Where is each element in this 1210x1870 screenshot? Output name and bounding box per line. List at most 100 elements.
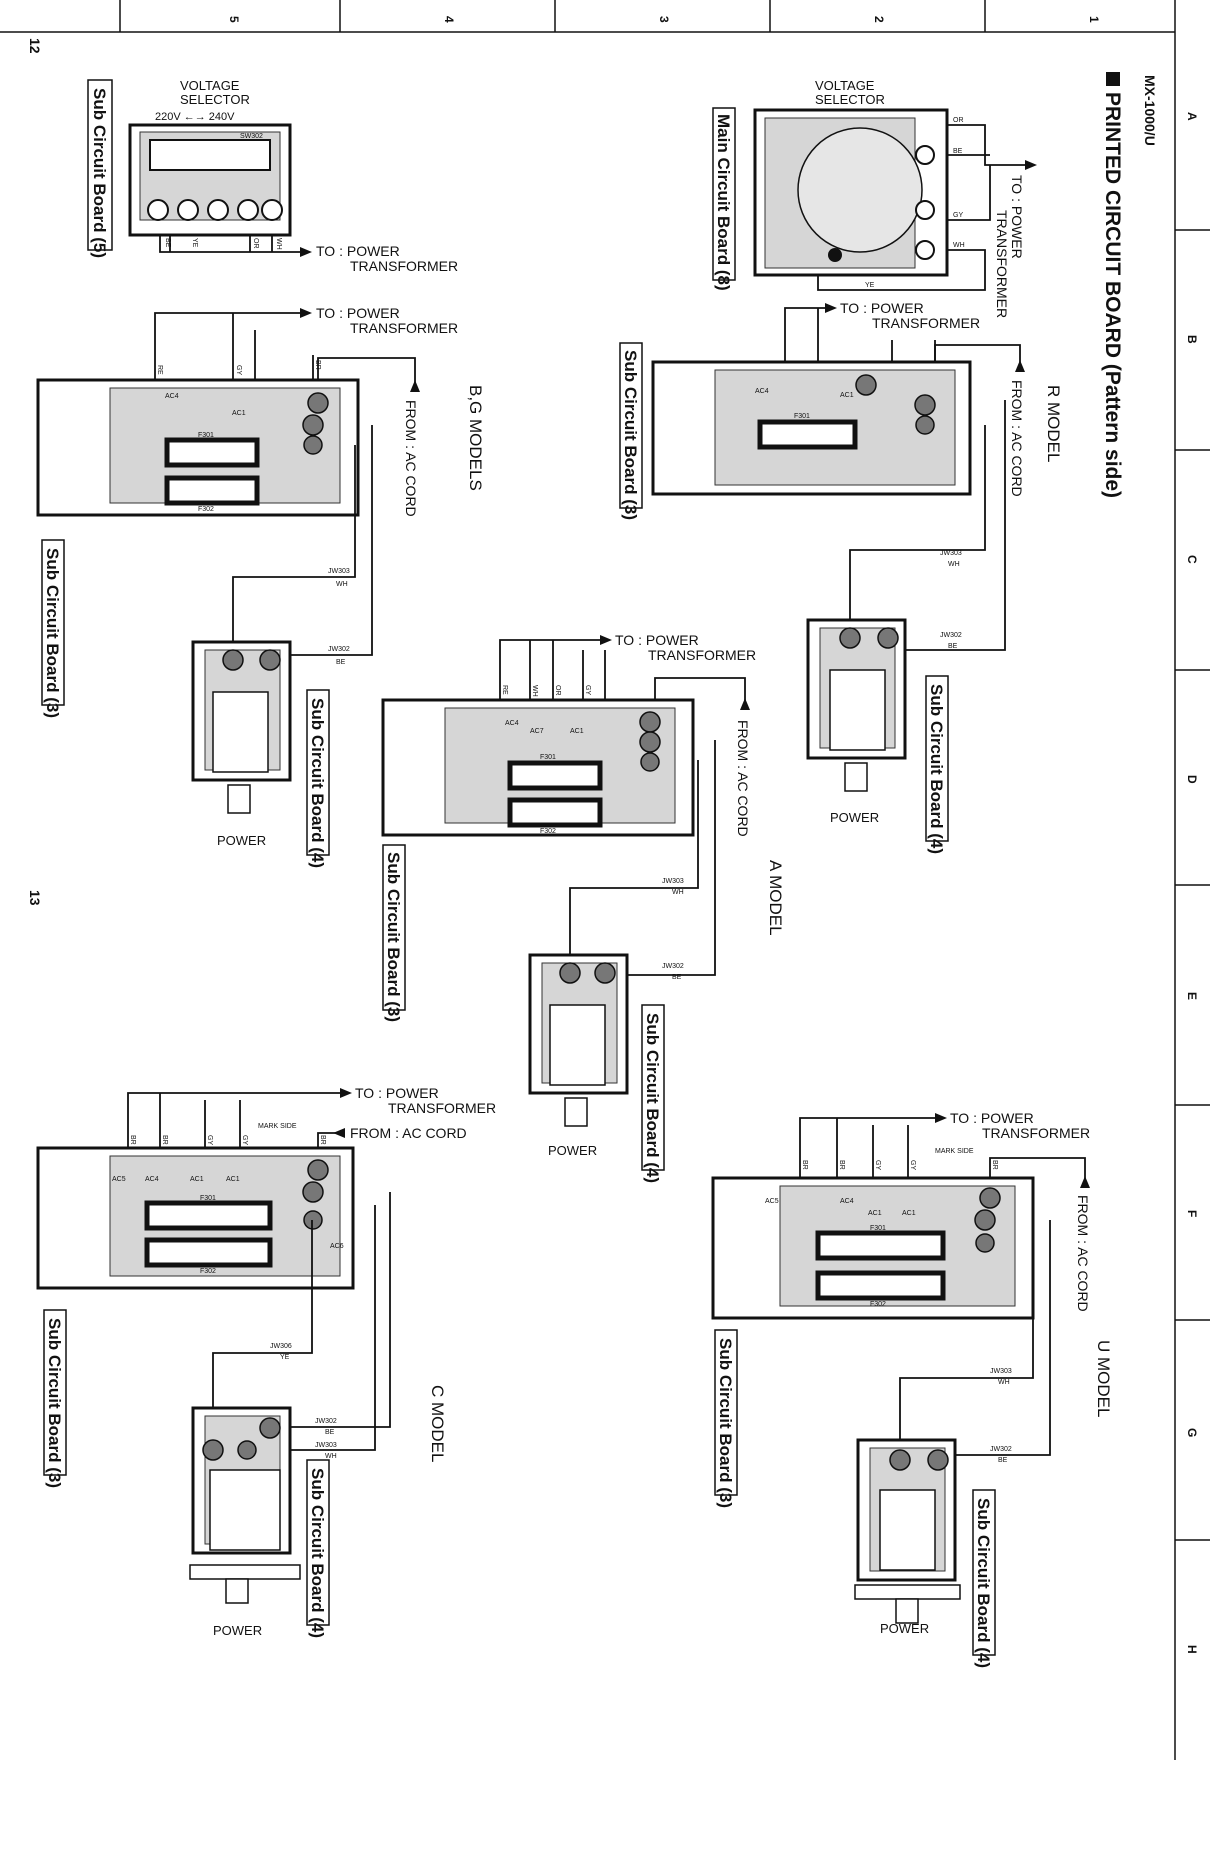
bg-fuse-f301 bbox=[164, 437, 260, 468]
sub5-pad-3 bbox=[207, 199, 229, 221]
c-f301-label: F301 bbox=[200, 1195, 216, 1202]
u-fuse-f301 bbox=[815, 1230, 946, 1261]
u-ac4-label: AC4 bbox=[840, 1198, 854, 1205]
a-wire-or: OR bbox=[554, 685, 561, 696]
bg-transformer: TRANSFORMER bbox=[350, 320, 458, 336]
u-transformer: TRANSFORMER bbox=[982, 1125, 1090, 1141]
r-pad-ac3 bbox=[915, 415, 935, 435]
grid-col-5: 5 bbox=[227, 16, 241, 23]
c-power-plate bbox=[189, 1564, 301, 1580]
grid-column-labels: 5 4 3 2 1 bbox=[227, 16, 1101, 23]
u-wire-br-2: BR bbox=[838, 1160, 845, 1170]
sub5-sw-label: SW302 bbox=[240, 133, 263, 140]
grid-row-f: F bbox=[1185, 1210, 1199, 1217]
r-jw302-be: BE bbox=[948, 643, 958, 650]
c-group: TO : POWER TRANSFORMER FROM : AC CORD MA… bbox=[36, 1085, 496, 1638]
r-fuse-f301 bbox=[757, 419, 858, 450]
u-jw303-wh: WH bbox=[998, 1379, 1010, 1386]
main8-label-box bbox=[712, 107, 736, 281]
main8-wire-be: BE bbox=[953, 148, 963, 155]
c-sub4-ac2 bbox=[259, 1417, 281, 1439]
sub5-pad-4 bbox=[237, 199, 259, 221]
grid-col-2: 2 bbox=[872, 16, 886, 23]
grid-row-d: D bbox=[1185, 775, 1199, 784]
r-from-ac: FROM : AC CORD bbox=[1009, 380, 1025, 497]
vs-right-line1: VOLTAGE bbox=[815, 78, 875, 93]
c-power-switch bbox=[209, 1469, 281, 1551]
u-wire-gy-2: GY bbox=[909, 1160, 916, 1170]
grid-row-g: G bbox=[1185, 1428, 1199, 1437]
c-from-ac-arrow bbox=[333, 1128, 345, 1138]
a-group: TO : POWER TRANSFORMER FROM : AC CORD RE… bbox=[381, 632, 756, 1183]
u-wire-br-1: BR bbox=[801, 1160, 808, 1170]
main8-pad-3 bbox=[915, 240, 935, 260]
c-to-power: TO : POWER bbox=[355, 1085, 439, 1101]
u-wire-br-3: BR bbox=[991, 1160, 998, 1170]
r-to-power-1: TO : POWER bbox=[1009, 175, 1025, 259]
a-pad-ac1 bbox=[639, 711, 661, 733]
u-jw302-be: BE bbox=[998, 1457, 1008, 1464]
r-sub4-label: Sub Circuit Board (4) bbox=[927, 684, 946, 854]
r-sub4-label-box bbox=[925, 675, 949, 842]
sub5-to-power: TO : POWER bbox=[316, 243, 400, 259]
u-mark-side: MARK SIDE bbox=[935, 1148, 974, 1155]
r-jw303-label: JW303 bbox=[940, 550, 962, 557]
sub5-label: Sub Circuit Board (5) bbox=[90, 88, 109, 258]
u-sub4-ac2 bbox=[927, 1449, 949, 1471]
u-sub4-label: Sub Circuit Board (4) bbox=[974, 1498, 993, 1668]
r-model-label: R MODEL bbox=[1044, 385, 1063, 462]
bg-sub4-label: Sub Circuit Board (4) bbox=[308, 698, 327, 868]
r-pad-ac2 bbox=[914, 394, 936, 416]
a-sub4-ac2 bbox=[594, 962, 616, 984]
bg-sub4-ac3 bbox=[222, 649, 244, 671]
a-f301-label: F301 bbox=[540, 754, 556, 761]
c-pad-ac3 bbox=[303, 1210, 323, 1230]
bg-sub4-label-box bbox=[306, 689, 330, 856]
bg-pad-ac3 bbox=[303, 435, 323, 455]
sub5-wire-be: BE bbox=[164, 238, 171, 248]
a-sub3-label-box bbox=[382, 844, 406, 1011]
a-from-ac-arrow bbox=[740, 698, 750, 710]
a-sub4-label-box bbox=[641, 1004, 665, 1171]
bg-pad-ac2 bbox=[302, 414, 324, 436]
r-sub4-ac2 bbox=[877, 627, 899, 649]
r-jw303-wh: WH bbox=[948, 561, 960, 568]
bg-to-power-arrow bbox=[300, 308, 312, 318]
page-number-left: 12 bbox=[27, 38, 43, 54]
c-sub4-ac3 bbox=[237, 1440, 257, 1460]
a-pad-ac3 bbox=[640, 752, 660, 772]
a-f302-label: F302 bbox=[540, 828, 556, 835]
r-sub3-label-box bbox=[619, 342, 643, 509]
bg-f302-label: F302 bbox=[198, 506, 214, 513]
c-power-shaft bbox=[225, 1578, 249, 1604]
c-jw302-label: JW302 bbox=[315, 1418, 337, 1425]
u-to-power: TO : POWER bbox=[950, 1110, 1034, 1126]
c-sub4-label: Sub Circuit Board (4) bbox=[308, 1468, 327, 1638]
u-jw303-label: JW303 bbox=[990, 1368, 1012, 1375]
u-to-power-wires bbox=[799, 1117, 935, 1178]
main8-pad-1 bbox=[915, 145, 935, 165]
c-wire-br-2: BR bbox=[161, 1135, 168, 1145]
c-jw306-label: JW306 bbox=[270, 1343, 292, 1350]
vs-right-line2: SELECTOR bbox=[815, 92, 885, 107]
bg-jw302-label: JW302 bbox=[328, 646, 350, 653]
c-sub4-ac5 bbox=[202, 1439, 224, 1461]
r-from-ac-arrow bbox=[1015, 360, 1025, 372]
c-from-ac: FROM : AC CORD bbox=[350, 1125, 467, 1141]
a-jw302-label: JW302 bbox=[662, 963, 684, 970]
u-model-label: U MODEL bbox=[1094, 1340, 1113, 1417]
r-f301-label: F301 bbox=[794, 413, 810, 420]
r-power-label: POWER bbox=[830, 810, 879, 825]
u-pad-ac2 bbox=[974, 1209, 996, 1231]
r-to-power-wires bbox=[784, 307, 936, 380]
u-to-power-arrow bbox=[935, 1113, 947, 1123]
u-jw303 bbox=[899, 1243, 1034, 1450]
main8-wire-wh: WH bbox=[953, 242, 965, 249]
main8-wires bbox=[817, 124, 1030, 291]
r-ac4-label: AC4 bbox=[755, 388, 769, 395]
grid-row-a: A bbox=[1185, 112, 1199, 121]
r-to-power-arrow-1 bbox=[1025, 160, 1037, 170]
c-ac1-label-1: AC1 bbox=[190, 1176, 204, 1183]
a-ac1-label: AC1 bbox=[570, 728, 584, 735]
